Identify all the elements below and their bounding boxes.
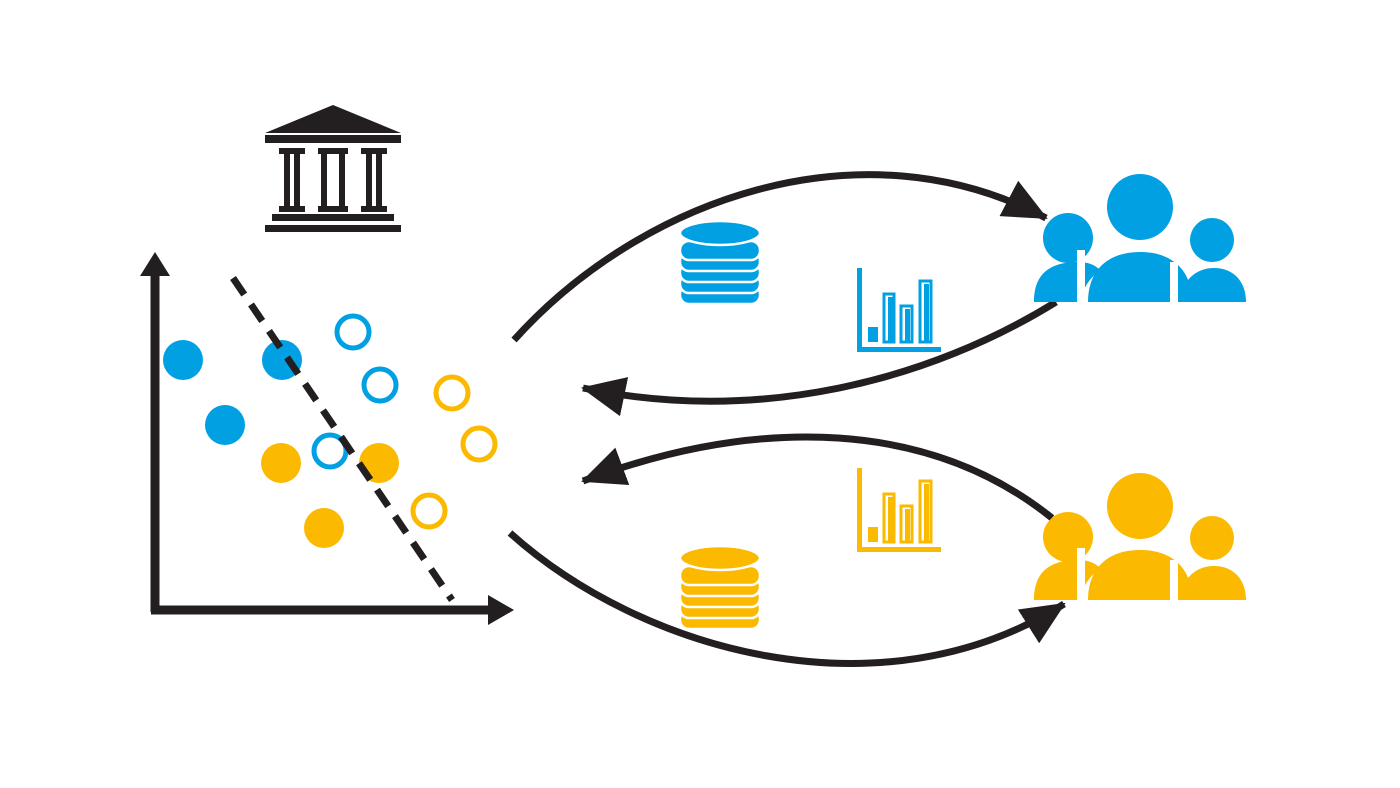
arrow-from-yellow-group: [581, 433, 1055, 521]
arrow-from-blue-group: [581, 299, 1058, 417]
scatter-point: [304, 508, 344, 548]
y-axis: [140, 252, 170, 612]
arrow-to-yellow-group: [507, 530, 1066, 667]
scatter-point: [410, 492, 448, 530]
scatter-point: [361, 366, 399, 404]
scatter-point: [460, 425, 498, 463]
people-group-icon: [1034, 473, 1246, 604]
scatter-point: [433, 374, 471, 412]
decision-boundary: [230, 276, 455, 602]
scatter-point: [334, 313, 372, 351]
people-group-icon: [1034, 174, 1246, 306]
scatter-plot: [140, 252, 514, 625]
arrow-to-blue-group: [511, 171, 1048, 343]
scatter-point: [261, 443, 301, 483]
bar-chart-icon: [857, 268, 941, 352]
x-axis: [151, 595, 514, 625]
scatter-point: [311, 432, 349, 470]
database-coin-stack-icon: [678, 219, 762, 306]
database-coin-stack-icon: [678, 544, 762, 631]
scatter-point: [163, 340, 203, 380]
bar-chart-icon: [857, 468, 941, 552]
scatter-point: [205, 405, 245, 445]
bank-building-icon: [265, 105, 401, 232]
